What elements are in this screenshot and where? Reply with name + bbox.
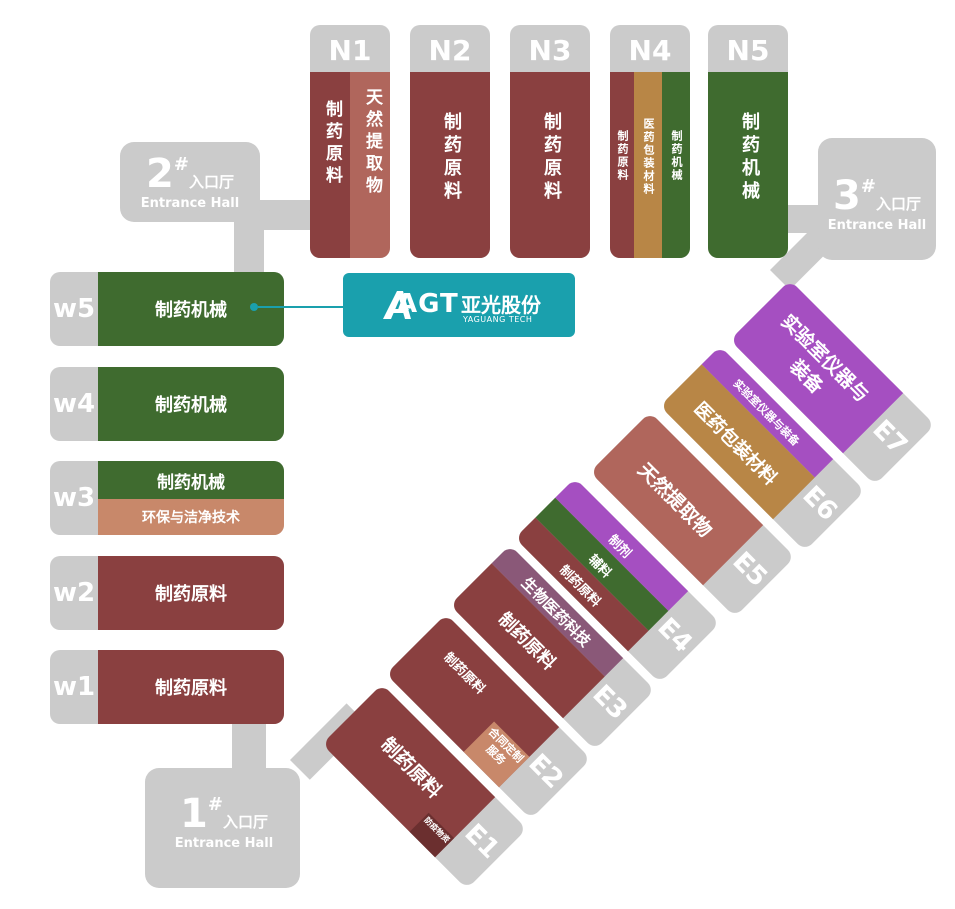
hall-n2-pharma-raw-text: 制药原料	[441, 112, 462, 204]
hall-n2-label: N2	[428, 33, 472, 67]
hall-n1-pharma-raw-text: 制药原料	[322, 100, 342, 188]
entrance-hall-3[interactable]: 3#入口厅 Entrance Hall	[818, 138, 936, 260]
hall-n4-machinery[interactable]	[662, 72, 690, 258]
hall-n1-natural-extract[interactable]	[350, 72, 390, 258]
hall-n4-machinery-text: 制药机械	[670, 130, 683, 182]
exhibitor-name-zh: 亚光股份	[461, 293, 541, 317]
hall-n3-pharma-raw-text: 制药原料	[541, 112, 562, 204]
booth-marker-dot	[250, 303, 258, 311]
hall-n4-pharma-raw-text: 制药原料	[616, 130, 629, 182]
hall-w2-pharma-raw[interactable]: 制药原料	[98, 556, 284, 630]
hall-n3-label: N3	[528, 33, 572, 67]
hall-w1-pharma-raw[interactable]: 制药原料	[98, 650, 284, 724]
hall-n5-machinery[interactable]	[708, 72, 788, 258]
hall-n1-natural-extract-text: 天然提取物	[362, 88, 382, 198]
hall-n4-packaging-text: 医药包装材料	[642, 118, 655, 196]
hall-w3-label: w3	[52, 483, 96, 513]
hall-w4-label: w4	[52, 389, 96, 419]
hall-w5-label: w5	[52, 294, 96, 324]
hall-n2-pharma-raw[interactable]	[410, 72, 490, 258]
hall-n4-pharma-raw[interactable]	[610, 72, 634, 258]
exhibitor-badge-agt[interactable]: AGT 亚光股份 YAGUANG TECH	[343, 273, 575, 337]
agt-logo-icon	[383, 289, 445, 321]
hall-n5-label: N5	[726, 33, 770, 67]
hall-n4-label: N4	[628, 33, 672, 67]
booth-marker-line	[258, 306, 344, 308]
hall-w3-machinery[interactable]: 制药机械	[98, 461, 284, 499]
exhibitor-name-en: YAGUANG TECH	[463, 315, 533, 324]
hall-n5-machinery-text: 制药机械	[739, 112, 760, 204]
hall-w3-eco[interactable]: 环保与洁净技术	[98, 499, 284, 535]
entrance-hall-2[interactable]: 2#入口厅 Entrance Hall	[120, 142, 260, 222]
hall-n3-pharma-raw[interactable]	[510, 72, 590, 258]
hall-w2-label: w2	[52, 578, 96, 608]
entrance-hall-1[interactable]: 1#入口厅 Entrance Hall	[145, 768, 300, 888]
hall-w1-label: w1	[52, 672, 96, 702]
hall-n1-label: N1	[328, 33, 372, 67]
hall-n1-pharma-raw[interactable]	[310, 72, 350, 258]
hall-w4-machinery[interactable]: 制药机械	[98, 367, 284, 441]
hall-n4-packaging[interactable]	[634, 72, 662, 258]
agt-logo-text: AGT	[397, 289, 459, 319]
